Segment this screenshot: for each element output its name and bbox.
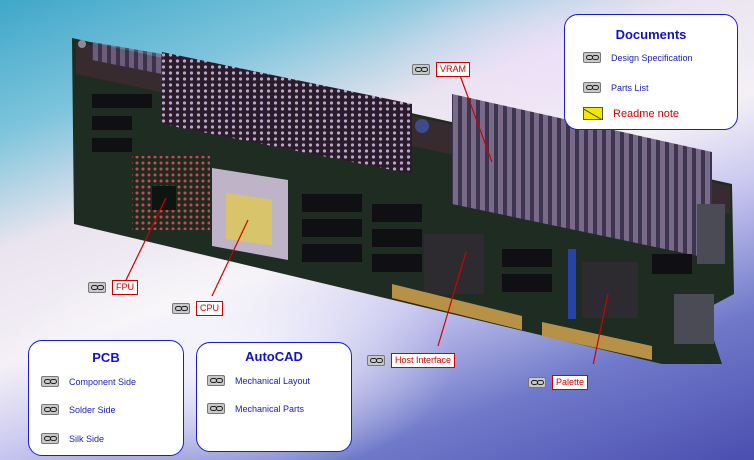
chain-link-icon[interactable] bbox=[41, 404, 59, 415]
pcb-link-silk-side[interactable]: Silk Side bbox=[41, 433, 104, 444]
chain-link-icon[interactable] bbox=[172, 303, 190, 314]
chain-link-icon[interactable] bbox=[41, 376, 59, 387]
doc-link-parts-list[interactable]: Parts List bbox=[583, 82, 649, 93]
pcb-panel: PCB Component Side Solder Side Silk Side bbox=[28, 340, 184, 456]
documents-panel: Documents Design Specification Parts Lis… bbox=[564, 14, 738, 130]
pcb-link-component-side[interactable]: Component Side bbox=[41, 376, 136, 387]
chain-link-icon[interactable] bbox=[41, 433, 59, 444]
autocad-link-mechanical-parts[interactable]: Mechanical Parts bbox=[207, 403, 304, 414]
chain-link-icon[interactable] bbox=[367, 355, 385, 366]
doc-label[interactable]: Readme note bbox=[613, 107, 680, 120]
hotspot-vram[interactable]: VRAM bbox=[412, 62, 471, 77]
pcb-label[interactable]: Silk Side bbox=[69, 433, 105, 444]
autocad-panel: AutoCAD Mechanical Layout Mechanical Par… bbox=[196, 342, 352, 452]
vram-label[interactable]: VRAM bbox=[436, 62, 471, 77]
pcb-title: PCB bbox=[92, 350, 120, 365]
pcb-label[interactable]: Solder Side bbox=[69, 404, 116, 415]
chain-link-icon[interactable] bbox=[207, 375, 225, 386]
chain-link-icon[interactable] bbox=[88, 282, 106, 293]
pcb-link-solder-side[interactable]: Solder Side bbox=[41, 404, 116, 415]
cpu-label[interactable]: CPU bbox=[196, 301, 224, 316]
fpu-label[interactable]: FPU bbox=[112, 280, 138, 295]
graphics-board-photo bbox=[62, 34, 742, 364]
autocad-label[interactable]: Mechanical Parts bbox=[235, 403, 305, 414]
autocad-link-mechanical-layout[interactable]: Mechanical Layout bbox=[207, 375, 310, 386]
chain-link-icon[interactable] bbox=[412, 64, 430, 75]
host-interface-label[interactable]: Host Interface bbox=[391, 353, 456, 368]
chain-link-icon[interactable] bbox=[583, 82, 601, 93]
palette-label[interactable]: Palette bbox=[552, 375, 589, 390]
hotspot-palette[interactable]: Palette bbox=[528, 375, 589, 390]
doc-label[interactable]: Design Specification bbox=[611, 52, 693, 63]
doc-label[interactable]: Parts List bbox=[611, 82, 649, 93]
hotspot-host-interface[interactable]: Host Interface bbox=[367, 353, 456, 368]
chain-link-icon[interactable] bbox=[583, 52, 601, 63]
hotspot-fpu[interactable]: FPU bbox=[88, 280, 138, 295]
documents-title: Documents bbox=[615, 27, 687, 42]
envelope-icon[interactable] bbox=[583, 107, 603, 120]
chain-link-icon[interactable] bbox=[207, 403, 225, 414]
doc-link-design-specification[interactable]: Design Specification bbox=[583, 52, 693, 63]
autocad-label[interactable]: Mechanical Layout bbox=[235, 375, 311, 386]
chain-link-icon[interactable] bbox=[528, 377, 546, 388]
doc-link-readme-note[interactable]: Readme note bbox=[583, 107, 679, 120]
pcb-label[interactable]: Component Side bbox=[69, 376, 137, 387]
hotspot-cpu[interactable]: CPU bbox=[172, 301, 224, 316]
autocad-title: AutoCAD bbox=[245, 349, 303, 364]
